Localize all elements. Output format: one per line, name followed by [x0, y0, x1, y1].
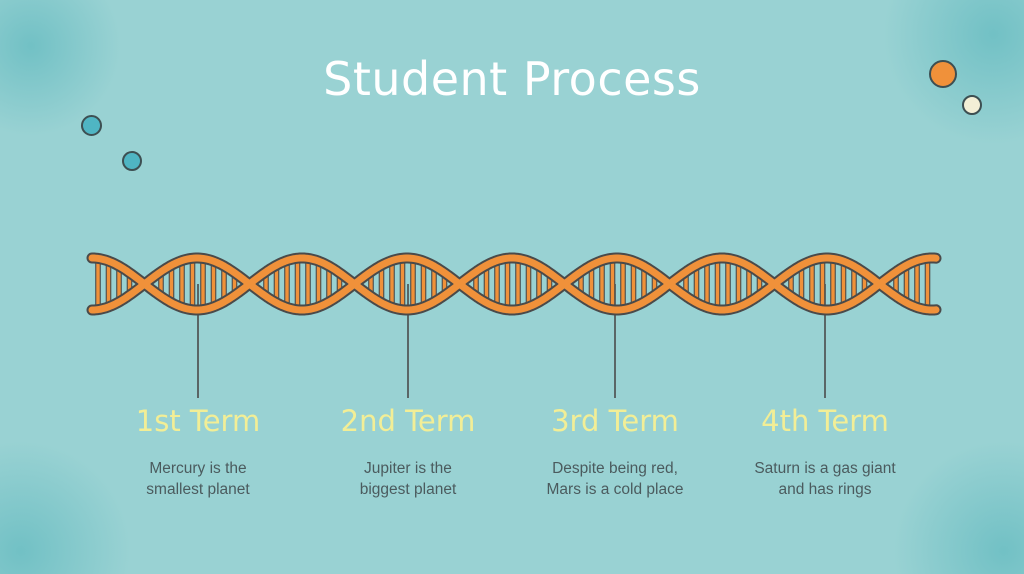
- description-line: Saturn is a gas giant: [725, 458, 925, 479]
- description-line: Mercury is the: [98, 458, 298, 479]
- term-3-title: 3rd Term: [515, 404, 715, 438]
- description-line: Jupiter is the: [308, 458, 508, 479]
- term-2-description: Jupiter is the biggest planet: [308, 458, 508, 500]
- description-line: and has rings: [725, 479, 925, 500]
- term-3-description: Despite being red, Mars is a cold place: [515, 458, 715, 500]
- description-line: Mars is a cold place: [515, 479, 715, 500]
- term-4-description: Saturn is a gas giant and has rings: [725, 458, 925, 500]
- term-2-title: 2nd Term: [308, 404, 508, 438]
- term-4-title: 4th Term: [725, 404, 925, 438]
- description-line: biggest planet: [308, 479, 508, 500]
- description-line: Despite being red,: [515, 458, 715, 479]
- description-line: smallest planet: [98, 479, 298, 500]
- term-1-description: Mercury is the smallest planet: [98, 458, 298, 500]
- term-1-title: 1st Term: [98, 404, 298, 438]
